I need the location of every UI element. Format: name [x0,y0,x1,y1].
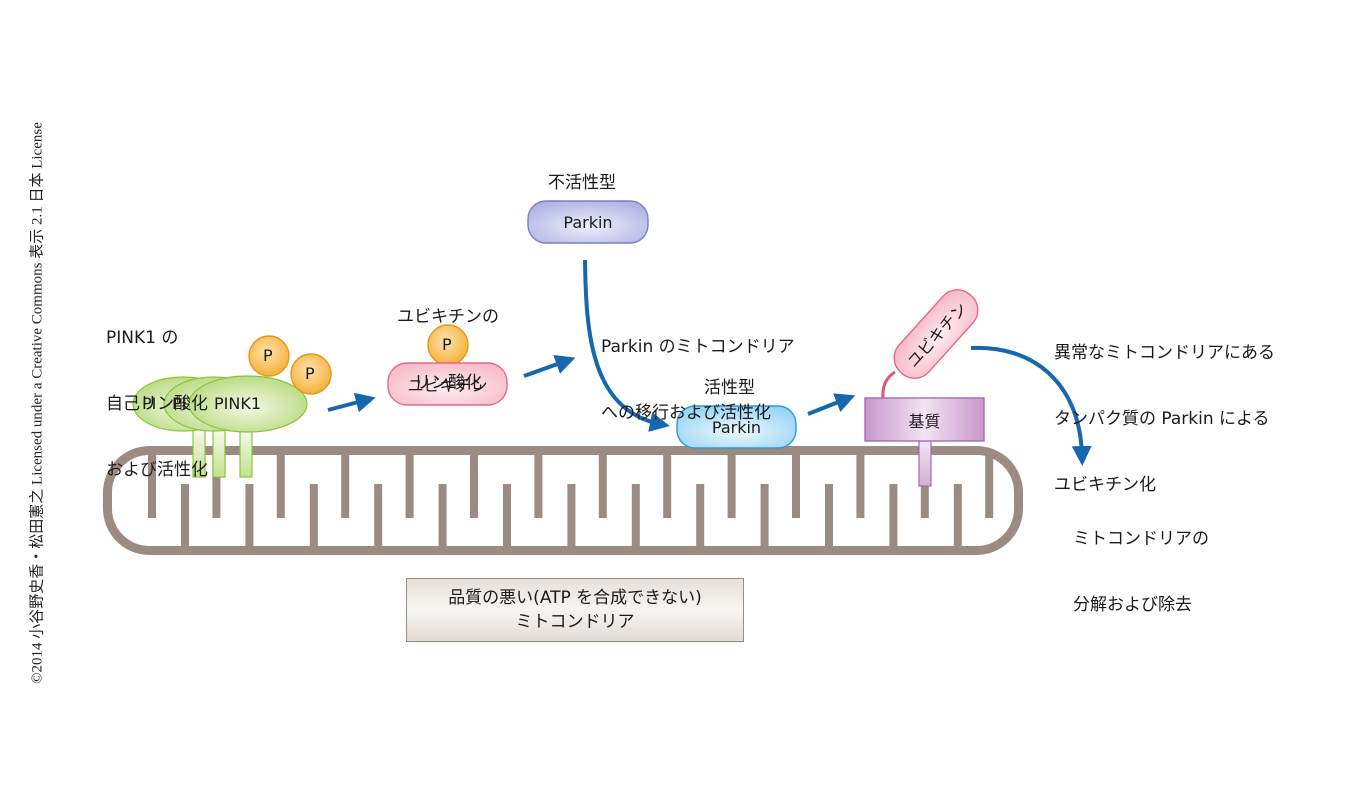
parkin-translocation-caption: Parkin のミトコンドリア への移行および活性化 [601,292,795,446]
crista-fold-bottom [567,484,576,550]
crista-fold-top [598,452,607,518]
caption-line: ユビキチンの [397,307,499,327]
caption-line: ユビキチン化 [1054,475,1156,495]
parkin-inactive-label: Parkin [563,212,613,232]
ubiquitin-label: ユビキチン [407,376,488,395]
pink1-label: PINK1 [214,394,262,413]
crista-fold-bottom [825,484,833,550]
crista-fold-top [212,452,221,518]
crista-fold-bottom [760,484,769,550]
substrate-anchor [918,437,932,487]
crista-fold-top [727,452,736,518]
crista-fold-top [534,452,543,518]
parkin-inactive-protein [527,200,649,244]
crista-fold-top [663,452,672,518]
crista-fold-bottom [309,484,318,550]
phosphate-group [290,353,332,395]
crista-fold-top [792,452,800,518]
phosphate-label: P [263,346,273,365]
substrate-label: 基質 [908,411,941,431]
degradation-caption: ミトコンドリアの 分解および除去 [1073,484,1209,638]
ubiquitin-phosphorylation-caption: ユビキチンの リン酸化 [380,262,516,416]
pink1-activation-caption: PINK1 の 自己リン酸化 および活性化 [106,283,208,503]
flow-arrow [327,392,376,413]
crista-fold-top [470,452,478,518]
mitochondrion-cristae [148,452,994,550]
caption-line: PINK1 の [106,328,179,348]
parkin-active-protein [676,405,797,449]
crista-fold-top [341,452,350,518]
caption-line: への移行および活性化 [601,403,771,423]
pink1-label-partial: PI [142,394,157,413]
crista-fold-bottom [438,484,447,550]
caption-line: 自己リン酸化 [106,394,208,414]
crista-fold-bottom [181,484,189,550]
pink1-protein [188,375,308,433]
caption-line: リン酸化 [414,373,482,393]
mitochondrion-outer-membrane [103,446,1023,555]
crista-fold-bottom [374,484,383,550]
caption-line: ミトコンドリア [515,612,635,632]
caption-line: タンパク質の Parkin による [1054,409,1270,429]
caption-line: 異常なミトコンドリアにある [1054,343,1275,363]
crista-fold-bottom [503,484,511,550]
phosphate-label: P [305,364,315,383]
crista-fold-top [405,452,414,518]
crista-fold-top [856,452,865,518]
ubiquitin-protein [387,362,508,406]
degradation-arrow [970,345,1092,466]
mitochondrion-caption-box: 品質の悪い(ATP を合成できない) ミトコンドリア [406,578,744,642]
crista-fold-top [148,452,156,518]
crista-fold-bottom [631,484,640,550]
caption-line: Parkin のミトコンドリア [601,337,795,357]
ubiquitin-on-substrate [893,289,979,379]
crista-fold-bottom [953,484,962,550]
ubiquitin-linker [881,370,896,399]
crista-fold-bottom [889,484,898,550]
crista-fold-bottom [245,484,254,550]
caption-line: 分解および除去 [1073,595,1192,615]
parkin-active-caption: 活性型 [704,378,755,398]
caption-line: ミトコンドリアの [1073,529,1209,549]
parkin-active-label: Parkin [711,417,762,437]
phosphate-label: P [442,335,452,354]
parkin-inactive-caption: 不活性型 [548,173,616,193]
caption-line: および活性化 [106,460,208,480]
caption-line: 品質の悪い(ATP を合成できない) [448,588,702,608]
translocation-arrow [583,259,670,432]
flow-arrow [523,354,576,378]
phosphate-group [248,335,290,377]
crista-fold-top [985,452,994,518]
crista-fold-top [276,452,285,518]
flow-arrow [807,393,856,416]
substrate-protein [864,397,985,442]
pink1-label-partial: PI [172,394,187,413]
crista-fold-bottom [696,484,705,550]
substrate-ubiquitination-caption: 異常なミトコンドリアにある タンパク質の Parkin による ユビキチン化 [1054,298,1275,518]
